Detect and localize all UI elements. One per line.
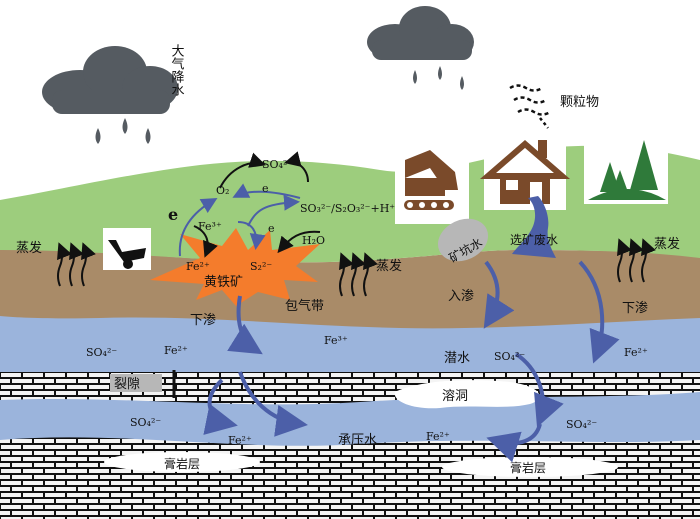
chem-sw-ferrous: Fe²⁺ xyxy=(164,344,188,357)
confined-water-band xyxy=(0,392,700,446)
label-gypsum-left: 膏岩层 xyxy=(164,456,200,471)
chem-sw-ferric: Fe³⁺ xyxy=(324,334,348,347)
electron-label-2: e xyxy=(268,222,275,235)
chem-sulfate-top: SO₄²⁻ xyxy=(262,158,293,171)
label-infiltration-left: 下渗 xyxy=(190,313,216,328)
evaporation-arrows-right xyxy=(617,238,656,283)
chem-sulfide-pyrite: S₂²⁻ xyxy=(250,260,272,273)
chem-sulfur-species: SO₃²⁻/S₂O₃²⁻+H⁺ xyxy=(300,202,395,215)
chem-sw-ferrous-right: Fe²⁺ xyxy=(624,346,648,359)
label-fracture: 裂隙 xyxy=(114,377,140,392)
chem-cw-sulfate: SO₄²⁻ xyxy=(130,416,161,429)
label-pyrite: 黄铁矿 xyxy=(204,275,243,290)
fracture-label-box xyxy=(110,374,162,392)
vadose-zone-soil xyxy=(0,248,700,329)
label-evaporation-mid: 蒸发 xyxy=(376,258,402,274)
wheelbarrow-icon xyxy=(103,228,151,270)
chem-ferric-top: Fe³⁺ xyxy=(198,220,222,233)
chem-cw-ferrous-right: Fe²⁺ xyxy=(426,430,450,443)
chem-cw-sulfate-right: SO₄²⁻ xyxy=(566,418,597,431)
karst-cave-shape xyxy=(394,380,540,409)
label-phreatic-water: 潜水 xyxy=(444,351,470,366)
label-infiltration-mid: 入渗 xyxy=(448,289,474,304)
evaporation-arrows-mid xyxy=(339,252,378,297)
electron-label-3: e xyxy=(168,205,178,224)
trees-icon xyxy=(584,132,668,204)
label-mine-waste-water: 选矿废水 xyxy=(510,232,558,247)
pyrite-burst xyxy=(150,228,320,306)
electron-label-1: e xyxy=(262,182,269,195)
label-infiltration-right: 下渗 xyxy=(622,301,648,316)
label-evaporation-right: 蒸发 xyxy=(654,236,680,252)
label-evaporation-left: 蒸发 xyxy=(16,240,42,256)
cloud-right-icon xyxy=(367,6,474,90)
label-karst-cave: 溶洞 xyxy=(442,389,468,404)
label-vadose-zone: 包气带 xyxy=(285,298,324,314)
gypsum-lens-left xyxy=(104,452,260,472)
label-gypsum-right: 膏岩层 xyxy=(510,460,546,475)
label-atmospheric-precipitation: 大气降水 xyxy=(169,44,185,96)
label-confined-water: 承压水 xyxy=(338,433,377,448)
gypsum-lens-right xyxy=(442,457,618,477)
chem-sw-sulfate-right: SO₄²⁻ xyxy=(494,350,525,363)
particulates-dashes-icon xyxy=(509,84,551,129)
label-particulates: 颗粒物 xyxy=(560,95,599,110)
house-icon xyxy=(479,132,571,210)
reaction-arrows xyxy=(178,151,321,258)
mine-waste-water-stream xyxy=(512,196,556,258)
chem-sw-sulfate: SO₄²⁻ xyxy=(86,346,117,359)
chem-ferrous-pyrite: Fe²⁺ xyxy=(186,260,210,273)
flow-arrows xyxy=(203,260,620,463)
cloud-left-icon xyxy=(42,46,178,144)
chem-oxygen: O₂ xyxy=(216,184,229,197)
excavator-icon xyxy=(395,146,469,224)
evaporation-arrows-left xyxy=(57,242,96,287)
mine-pit-water-rock xyxy=(437,218,489,262)
chem-water: H₂O xyxy=(302,234,325,247)
chem-cw-ferrous-left: Fe²⁺ xyxy=(228,434,252,447)
